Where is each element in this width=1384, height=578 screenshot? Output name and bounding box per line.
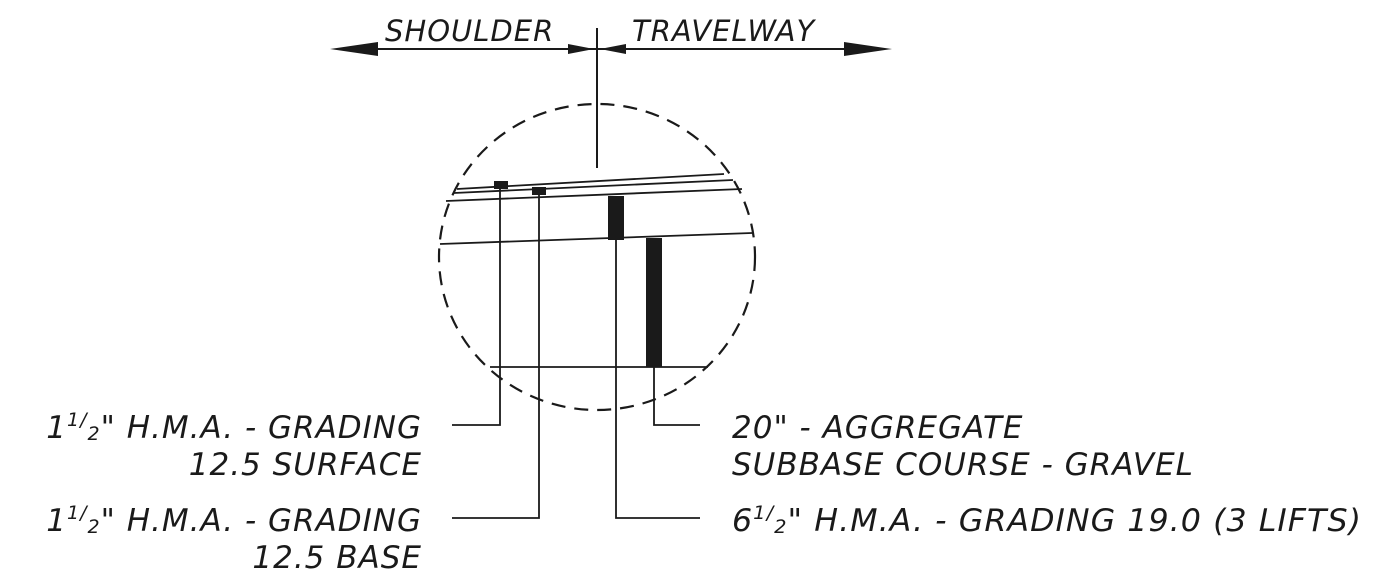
callout-aggregate: 20" - AGGREGATE SUBBASE COURSE - GRAVEL (732, 410, 1194, 483)
surface-thickness-bar (494, 181, 508, 189)
callout-aggregate-line1: 20" - AGGREGATE (732, 410, 1023, 446)
layer-line-hma190-bottom (439, 232, 753, 245)
callout-base: 11/2" H.M.A. - GRADING 12.5 BASE (46, 502, 422, 576)
callout-aggregate-line2: SUBBASE COURSE - GRAVEL (732, 447, 1194, 483)
layer-line-base-bottom (445, 188, 743, 202)
callout-surface-line1: 11/2" H.M.A. - GRADING (46, 409, 422, 446)
arrow-mid-left-icon (568, 44, 594, 54)
arrow-mid-right-icon (600, 44, 626, 54)
travelway-label: TRAVELWAY (632, 14, 816, 48)
callout-hma190: 61/2" H.M.A. - GRADING 19.0 (3 LIFTS) (732, 502, 1362, 539)
arrow-left-icon (330, 42, 378, 56)
callout-surface-line2: 12.5 SURFACE (189, 447, 422, 483)
hma190-leader (615, 218, 700, 519)
callout-base-line1: 11/2" H.M.A. - GRADING (46, 502, 422, 539)
callout-base-line2: 12.5 BASE (252, 540, 422, 576)
detail-circle (437, 102, 757, 412)
callout-surface: 11/2" H.M.A. - GRADING 12.5 SURFACE (46, 409, 422, 483)
aggregate-leader (653, 300, 700, 426)
leader-lines (452, 185, 700, 519)
shoulder-label: SHOULDER (385, 14, 554, 48)
callout-hma190-line1: 61/2" H.M.A. - GRADING 19.0 (3 LIFTS) (732, 502, 1362, 539)
header-dimension: SHOULDER TRAVELWAY (330, 14, 892, 168)
arrow-right-icon (844, 42, 892, 56)
surface-leader (452, 185, 501, 426)
base-leader (452, 191, 540, 519)
